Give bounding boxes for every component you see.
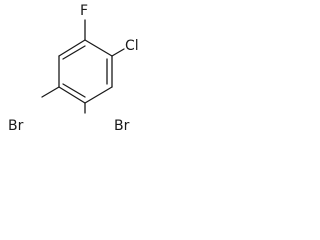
structure-diagram: F Cl Br Br [8, 3, 139, 134]
bond-to-chlorine [111, 48, 125, 57]
ring-bond-top-right [84, 39, 113, 57]
bond-to-bromine-left [41, 86, 60, 98]
atom-label-bromine-right: Br [114, 118, 130, 134]
ring-bond-top-left-inner [62, 45, 86, 60]
ring-bond-bottom-left [58, 86, 86, 104]
ring-bond-bottom-right [84, 86, 113, 104]
ring-bond-top-left [58, 39, 86, 57]
ring-bond-bottom-left-inner [62, 83, 86, 98]
atom-label-bromine-left: Br [8, 118, 24, 134]
atom-label-chlorine: Cl [125, 38, 139, 54]
atom-label-fluorine: F [80, 3, 88, 19]
